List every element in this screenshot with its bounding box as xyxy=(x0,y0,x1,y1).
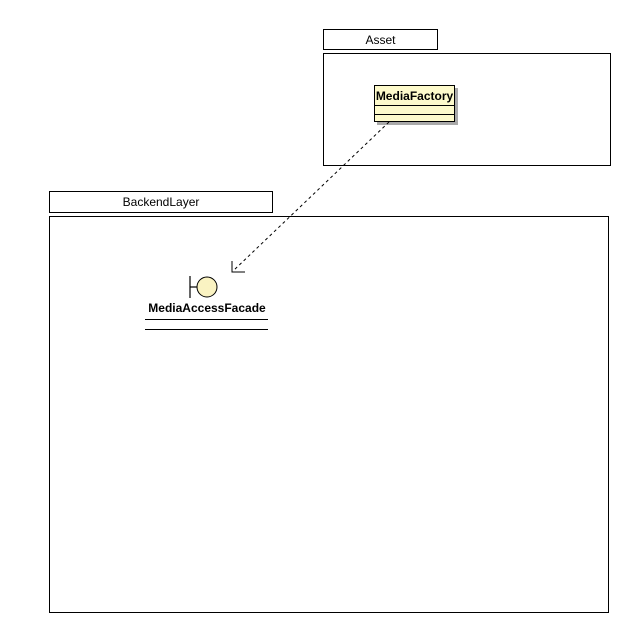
package-body-backend-layer[interactable] xyxy=(49,216,609,613)
interface-attributes-separator-line xyxy=(145,319,268,320)
package-tab-asset[interactable]: Asset xyxy=(323,29,438,50)
interface-media-access-facade-label: MediaAccessFacade xyxy=(148,301,266,315)
class-node-media-factory[interactable]: MediaFactory xyxy=(374,85,455,122)
package-backend-layer-label: BackendLayer xyxy=(122,195,200,209)
package-tab-backend-layer[interactable]: BackendLayer xyxy=(49,191,273,213)
class-media-factory-attributes-compartment xyxy=(375,106,454,115)
package-body-asset[interactable] xyxy=(323,53,611,166)
class-media-factory-name: MediaFactory xyxy=(375,86,454,106)
class-media-factory-operations-compartment xyxy=(375,115,454,121)
interface-lollipop-icon[interactable] xyxy=(183,271,219,303)
package-asset-label: Asset xyxy=(365,32,396,47)
interface-operations-separator-line xyxy=(145,329,268,330)
interface-ball-circle xyxy=(196,276,218,298)
